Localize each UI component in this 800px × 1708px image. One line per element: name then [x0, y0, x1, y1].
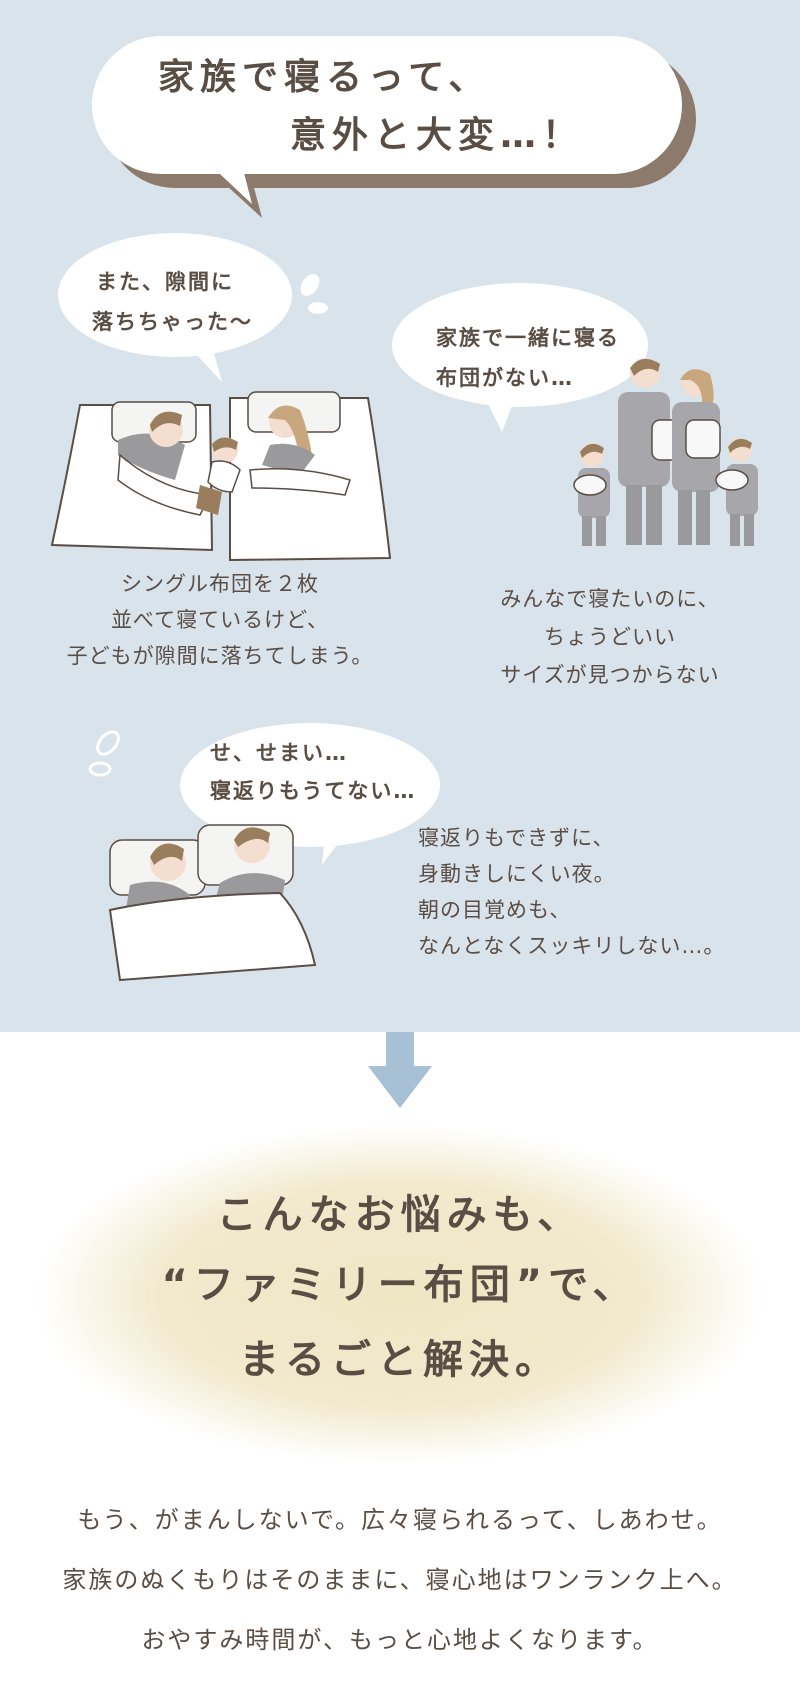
headline-line1: 家族で寝るって、 [158, 57, 491, 98]
solution-line2: “ファミリー布団”で、 [161, 1262, 639, 1308]
scene1-bubble-line2: 落ちちゃった〜 [92, 310, 253, 334]
scene1-bubble [58, 233, 292, 357]
scene2-bubble-line2: 布団がない… [436, 366, 574, 390]
scene1-caption-line3: 子どもが隙間に落ちてしまう。 [66, 644, 374, 668]
headline-line2: 意外と大変…！ [290, 115, 585, 156]
solution-line1: こんなお悩みも、 [216, 1192, 584, 1238]
scene3-illustration [88, 723, 440, 982]
scene3-caption-line3: 朝の目覚めも、 [418, 898, 572, 922]
scene3-bubble [180, 723, 440, 847]
scene1-caption-line1: シングル布団を２枚 [121, 572, 319, 596]
scene2-caption-line2: ちょうどいい [544, 625, 676, 649]
scene2-caption-line3: サイズが見つからない [500, 663, 720, 687]
solution-line3: まるごと解決。 [239, 1337, 561, 1383]
scene3-caption-line1: 寝返りもできずに、 [418, 826, 615, 850]
headline-bubble [92, 36, 696, 218]
scene2-caption-line1: みんなで寝たいのに、 [500, 587, 720, 611]
scene3-caption-line2: 身動きしにくい夜。 [418, 862, 616, 886]
footer-line1: もう、がまんしないで。広々寝られるって、しあわせ。 [77, 1506, 723, 1534]
solution-glow [35, 1125, 765, 1465]
down-arrow-icon [368, 1032, 432, 1108]
scene1-illustration [50, 233, 392, 562]
scene3-caption-line4: なんとなくスッキリしない…。 [418, 934, 726, 958]
scene3-bubble-line2: 寝返りもうてない… [210, 779, 417, 803]
footer-line2: 家族のぬくもりはそのままに、寝心地はワンランク上へ。 [62, 1566, 738, 1594]
footer-line3: おやすみ時間が、もっと心地よくなります。 [141, 1626, 659, 1654]
sweat-drop-icon [300, 274, 328, 314]
scene2-bubble [392, 283, 648, 407]
sweat-drop-icon [88, 730, 120, 777]
scene1-bubble-line1: また、隙間に [96, 270, 234, 294]
scene1-caption-line2: 並べて寝ているけど、 [110, 608, 330, 632]
scene3-bubble-line1: せ、せまい… [210, 741, 348, 765]
scene2-bubble-line1: 家族で一緒に寝る [436, 326, 620, 350]
scene2-illustration [392, 283, 758, 546]
